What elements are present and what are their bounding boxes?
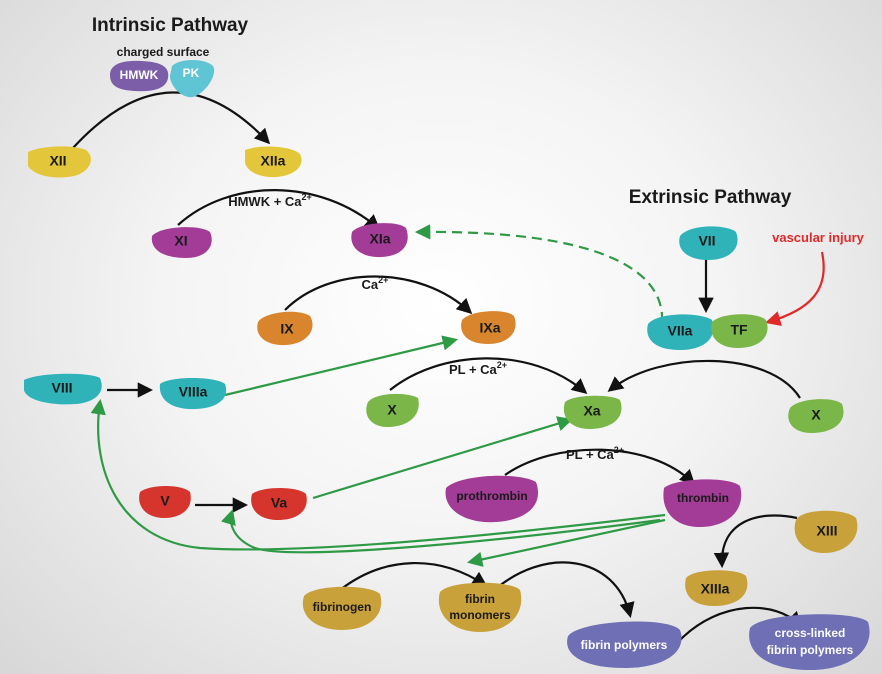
- svg-text:VIII: VIII: [51, 380, 72, 396]
- va-blob: Va: [251, 488, 307, 520]
- fibrin-monomers-blob: fibrin monomers: [438, 582, 522, 632]
- cofactor-hmwk-ca: HMWK + Ca2+: [228, 192, 312, 209]
- svg-text:monomers: monomers: [449, 608, 511, 622]
- arrow-prothrombin-to-thrombin: [504, 448, 696, 486]
- svg-text:thrombin: thrombin: [677, 491, 729, 505]
- viiia-blob: VIIIa: [159, 378, 227, 410]
- arrow-fibrinogen-to-monomers: [339, 562, 488, 591]
- fibrin-polymers-blob: fibrin polymers: [567, 621, 682, 668]
- hmwk-blob: HMWK: [110, 60, 169, 92]
- svg-text:XIII: XIII: [816, 523, 837, 539]
- cofactor-ca: Ca2+: [362, 275, 389, 292]
- svg-text:prothrombin: prothrombin: [456, 489, 527, 503]
- arrow-viia-to-xia-dashed: [414, 224, 664, 323]
- fibrinogen-blob: fibrinogen: [302, 586, 382, 630]
- svg-text:fibrin polymers: fibrin polymers: [581, 638, 668, 652]
- xiiia-blob: XIIIa: [685, 570, 748, 606]
- arrow-thrombin-to-v: [221, 509, 661, 554]
- svg-text:fibrin: fibrin: [465, 592, 495, 606]
- arrow-xii-to-xiia: [72, 91, 271, 149]
- viii-blob: VIII: [24, 373, 102, 405]
- svg-text:X: X: [811, 407, 821, 423]
- svg-text:IXa: IXa: [479, 320, 500, 336]
- xii-blob: XII: [28, 146, 91, 178]
- arrow-x-extrinsic-to-xa: [607, 359, 801, 399]
- arrow-vascular-injury-to-tf: [765, 251, 825, 327]
- tf-blob: TF: [711, 314, 768, 348]
- cofactor-pl-ca-2: PL + Ca2+: [566, 445, 624, 462]
- svg-text:cross-linked: cross-linked: [775, 626, 846, 640]
- thrombin-blob: thrombin: [663, 479, 742, 528]
- arrow-thrombin-to-viii: [90, 398, 666, 551]
- arrow-va-to-xa: [312, 416, 573, 500]
- viia-blob: VIIa: [647, 314, 714, 350]
- prothrombin-blob: prothrombin: [445, 475, 539, 523]
- arrows: [72, 91, 825, 641]
- x-intrinsic-blob: X: [366, 393, 419, 428]
- extrinsic-pathway-title: Extrinsic Pathway: [629, 187, 792, 208]
- xiia-blob: XIIa: [244, 146, 302, 178]
- svg-text:IX: IX: [280, 321, 294, 337]
- xa-blob: Xa: [563, 395, 622, 430]
- charged-surface-label: charged surface: [117, 45, 210, 59]
- intrinsic-pathway-title: Intrinsic Pathway: [92, 15, 249, 36]
- arrow-xi-to-xia: [177, 189, 381, 231]
- arrow-xiii-to-xiiia: [713, 514, 798, 569]
- arrow-thrombin-to-fibrinogen: [466, 518, 666, 567]
- svg-text:VIIa: VIIa: [668, 323, 693, 339]
- svg-text:X: X: [387, 402, 397, 418]
- svg-text:fibrinogen: fibrinogen: [313, 600, 372, 614]
- svg-text:XI: XI: [174, 233, 187, 249]
- svg-text:Xa: Xa: [583, 403, 600, 419]
- svg-text:XIa: XIa: [369, 231, 390, 247]
- ix-blob: IX: [257, 311, 313, 346]
- vascular-injury-label: vascular injury: [772, 230, 865, 245]
- arrow-monomers-to-polymers: [491, 561, 635, 618]
- pk-blob: PK: [170, 60, 215, 98]
- svg-text:TF: TF: [730, 322, 748, 338]
- svg-text:Va: Va: [271, 495, 288, 511]
- xiii-blob: XIII: [794, 510, 858, 554]
- svg-text:fibrin polymers: fibrin polymers: [767, 643, 854, 657]
- arrow-ix-to-ixa: [284, 275, 473, 315]
- xi-blob: XI: [151, 227, 212, 258]
- arrow-x-to-xa: [389, 357, 588, 394]
- cofactor-pl-ca-1: PL + Ca2+: [449, 360, 507, 377]
- svg-text:VIIIa: VIIIa: [179, 384, 208, 400]
- ixa-blob: IXa: [461, 311, 516, 344]
- xia-blob: XIa: [351, 223, 408, 258]
- svg-text:XIIa: XIIa: [261, 153, 286, 169]
- arrow-viiia-to-ixa: [224, 335, 458, 397]
- svg-text:PK: PK: [183, 66, 200, 80]
- v-blob: V: [139, 486, 191, 518]
- svg-text:VII: VII: [698, 233, 715, 249]
- svg-text:V: V: [160, 493, 170, 509]
- svg-text:HMWK: HMWK: [120, 68, 159, 82]
- vii-blob: VII: [679, 226, 738, 260]
- crosslinked-fibrin-polymers-blob: cross-linked fibrin polymers: [749, 614, 870, 670]
- svg-text:XII: XII: [49, 153, 66, 169]
- svg-text:XIIIa: XIIIa: [701, 581, 730, 597]
- factor-blobs: HMWK PK XII XIIa XI XIa IX: [24, 60, 870, 670]
- x-extrinsic-blob: X: [788, 399, 844, 434]
